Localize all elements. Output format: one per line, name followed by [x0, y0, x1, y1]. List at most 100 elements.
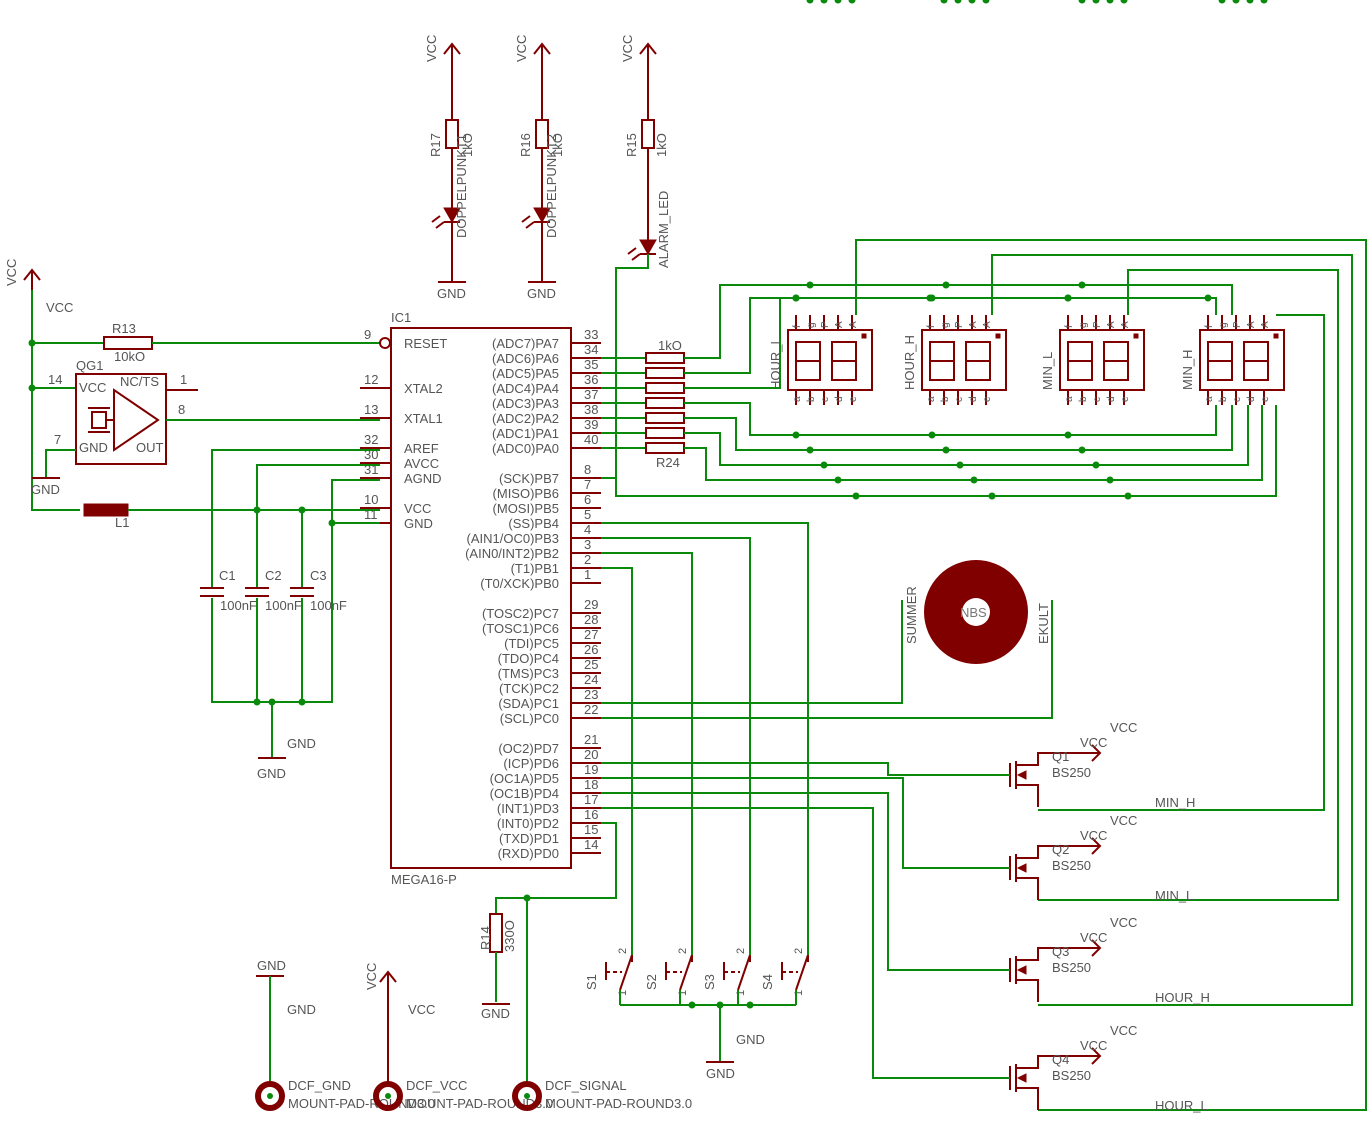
ic-pin-number: 33: [584, 327, 598, 342]
ic-pin-number: 2: [584, 552, 591, 567]
net-label: HOUR_L: [1155, 1098, 1208, 1113]
dcf-signal-section: R14 330O GND GND GND VCC VCC: [256, 822, 617, 1082]
ic-pin: 28(TOSC1)PC6: [482, 612, 601, 636]
cap-ref: C1: [219, 568, 236, 583]
ic-pin: 27(TDI)PC5: [504, 627, 601, 651]
ic-pin: 33(ADC7)PA7: [492, 327, 601, 351]
vcc-label: VCC: [514, 35, 529, 62]
vcc-label: VCC: [1110, 915, 1137, 930]
ic-pin-number: 36: [584, 372, 598, 387]
ic-pin-name: (ADC3)PA3: [492, 396, 559, 411]
segment-pin-label: g: [1218, 322, 1229, 328]
cap-value: 100nF: [265, 598, 302, 613]
ic-pin-name: GND: [404, 516, 433, 531]
segment-resistor: [645, 427, 685, 439]
ic-pin-number: 22: [584, 702, 598, 717]
ic-pin-name: (T0/XCK)PB0: [480, 576, 559, 591]
ic-pin-number: 34: [584, 342, 598, 357]
segment-pin-label: c: [820, 397, 831, 402]
capacitor-c3: C3 100nF: [290, 568, 347, 613]
status-led-branches: VCC R17 1kO DOPPELPUNKT1 GND VCC R16 1kO: [424, 35, 671, 479]
ic-pin-name: (ICP)PD6: [503, 756, 559, 771]
capacitor-c1: C1 100nF: [200, 568, 257, 613]
ic-pin-number: 17: [584, 792, 598, 807]
segment-pin-label: A: [968, 321, 979, 328]
ic-pin-number: 21: [584, 732, 598, 747]
segment-pin-label: A: [1120, 321, 1131, 328]
ic-pin-name: (OC2)PD7: [498, 741, 559, 756]
switch-pin: 2: [793, 948, 805, 954]
ic-pin-name: (SCK)PB7: [499, 471, 559, 486]
segment-pin-label: A: [1260, 321, 1271, 328]
vcc-label-net: VCC: [408, 1002, 435, 1017]
vcc-arrow-icon: [1091, 1047, 1102, 1065]
ic-pin: 24(TCK)PC2: [499, 672, 601, 696]
segment-pin-label: d: [1246, 396, 1257, 402]
decimal-point-icon: [1133, 333, 1139, 339]
led-branch-1: VCC R17 1kO DOPPELPUNKT1 GND: [424, 35, 475, 301]
vcc-label: VCC: [1110, 1023, 1137, 1038]
ic-pin-name: (ADC4)PA4: [492, 381, 559, 396]
gnd-label-net: GND: [736, 1032, 765, 1047]
vcc-label: VCC: [364, 963, 379, 990]
ic-pin-number: 19: [584, 762, 598, 777]
ic-pin: 2(T1)PB1: [511, 552, 601, 576]
segment-pin-label: a: [1204, 396, 1215, 402]
net-label: MIN_L: [1155, 888, 1193, 903]
resistor-ref: R16: [518, 133, 533, 157]
ic-pin-name: (TXD)PD1: [499, 831, 559, 846]
ic-pin: 34(ADC6)PA6: [492, 342, 601, 366]
digit-segments-icon: [1103, 341, 1129, 381]
ic-pin: 15(TXD)PD1: [499, 822, 601, 846]
gnd-label: GND: [437, 286, 466, 301]
vcc-arrow-icon: [1091, 744, 1102, 762]
ic-pin: 29(TOSC2)PC7: [482, 597, 601, 621]
segment-pin-label: A: [834, 321, 845, 328]
segment-pin-label: a: [1064, 396, 1075, 402]
segment-pin-label: b: [806, 396, 817, 402]
gnd-label: GND: [706, 1066, 735, 1081]
transistor-ref: Q1: [1052, 749, 1069, 764]
segment-pin-label: A: [1106, 321, 1117, 328]
digit-segments-icon: [929, 341, 955, 381]
segment-pin-label: b: [1218, 396, 1229, 402]
segment-resistor: [645, 397, 685, 409]
switch-pin: 1: [793, 990, 805, 996]
pad-name: DCF_SIGNAL: [545, 1078, 627, 1093]
segment-pin-label: g: [1078, 322, 1089, 328]
ic-pin-number: 20: [584, 747, 598, 762]
gnd-label-net: GND: [287, 1002, 316, 1017]
ic-pin: 39(ADC1)PA1: [492, 417, 601, 441]
ic-pin: 40(ADC0)PA0: [492, 432, 601, 456]
ic-pin: 25(TMS)PC3: [498, 657, 601, 681]
ic-pin: 35(ADC5)PA5: [492, 357, 601, 381]
segment-pin-label: d: [1106, 396, 1117, 402]
segment-pin-label: e: [848, 396, 859, 402]
switch-ref: S4: [760, 974, 775, 990]
osc-pin-7: 7: [54, 432, 61, 447]
segment-pin-label: d: [834, 396, 845, 402]
segment-resistor: [645, 367, 685, 379]
digit-segments-icon: [1067, 341, 1093, 381]
transistor-value: BS250: [1052, 960, 1091, 975]
gnd-label: GND: [527, 286, 556, 301]
led-branch-3: VCC R15 1kO ALARM_LED: [601, 35, 671, 479]
ic-pin-number: 29: [584, 597, 598, 612]
switch-s4[interactable]: S4 1 2: [601, 522, 809, 1005]
transistor-ref: Q3: [1052, 944, 1069, 959]
ic-pin-number: 35: [584, 357, 598, 372]
ic-ref: IC1: [391, 310, 411, 325]
decimal-point-icon: [861, 333, 867, 339]
ic-pin: 22(SCL)PC0: [500, 702, 601, 726]
segment-resistor: [645, 382, 685, 394]
ic-pin: 36 (ADC4)PA4: [492, 372, 601, 396]
